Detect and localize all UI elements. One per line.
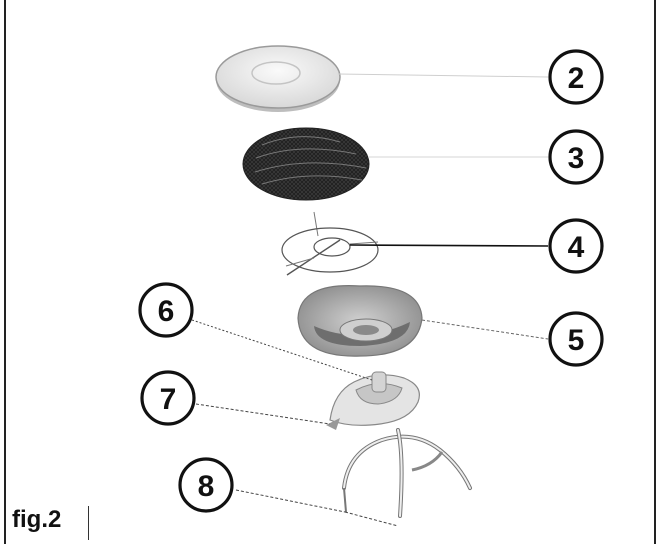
callout-7: 7 [140, 370, 196, 426]
leader-line-8 [235, 489, 346, 513]
part-2-lid-disc [215, 45, 341, 112]
part-5-bowl [297, 285, 423, 357]
leader-line-7 [195, 403, 331, 425]
callout-6: 6 [138, 282, 194, 338]
callout-4: 4 [548, 218, 604, 274]
callout-7-label: 7 [160, 383, 177, 416]
callout-3: 3 [548, 129, 604, 185]
part-3-mesh-filter [242, 127, 370, 201]
callout-8-label: 8 [198, 470, 215, 503]
right-frame-border [654, 0, 656, 544]
figure-caption: fig.2 [12, 506, 62, 533]
leader-line-5 [421, 319, 549, 340]
callout-5-label: 5 [568, 324, 585, 357]
leader-line-8b [344, 511, 399, 527]
callout-2: 2 [548, 49, 604, 105]
callout-8: 8 [178, 457, 234, 513]
left-frame-border [4, 0, 6, 544]
part-8-wire-frame [342, 428, 472, 518]
leader-line-2 [337, 73, 549, 78]
leader-line-4 [349, 244, 549, 247]
part-4-spring-clip [281, 211, 379, 276]
callout-4-label: 4 [568, 231, 585, 264]
callout-3-label: 3 [568, 142, 585, 175]
part-6-7-lamp-holder [326, 371, 420, 430]
callout-5: 5 [548, 311, 604, 367]
caption-divider [88, 506, 89, 540]
callout-6-label: 6 [158, 295, 175, 328]
callout-2-label: 2 [568, 62, 585, 95]
